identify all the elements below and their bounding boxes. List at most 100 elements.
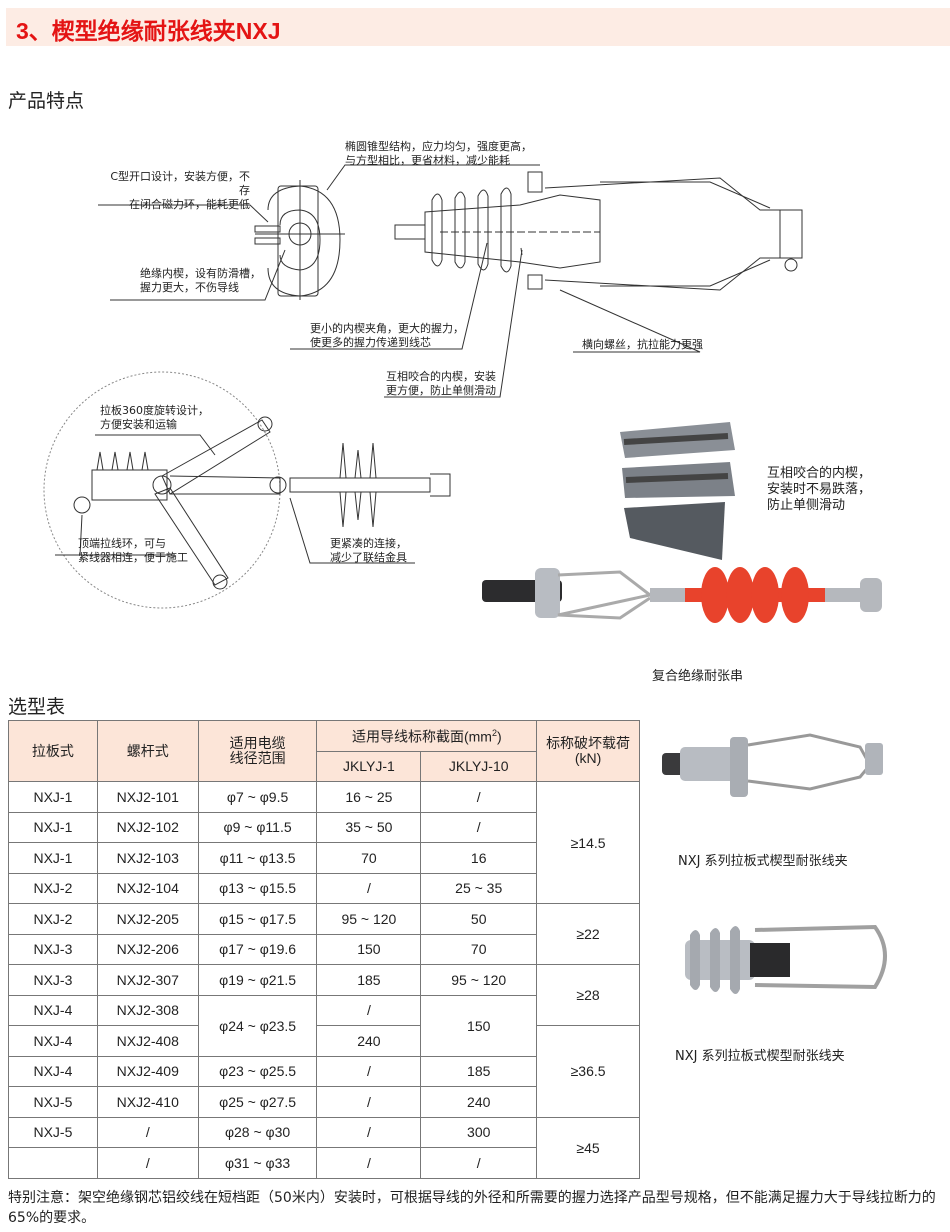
table-cell: / — [316, 994, 422, 1026]
table-cell: NXJ-4 — [8, 994, 98, 1026]
annotation-wedge-1: 绝缘内楔，设有防滑槽， — [140, 267, 261, 280]
table-cell: 185 — [316, 964, 422, 996]
annotation-rotate-1: 拉板360度旋转设计， — [100, 404, 209, 417]
annotation-ellipse-1: 椭圆锥型结构，应力均匀，强度更高， — [345, 140, 532, 153]
product-caption-2: NXJ 系列拉板式楔型耐张线夹 — [675, 1049, 845, 1064]
table-cell: 300 — [420, 1116, 538, 1148]
load-cell: ≥22 — [536, 903, 640, 965]
table-cell: 16 ~ 25 — [316, 781, 422, 813]
table-cell: φ7 ~ φ9.5 — [197, 781, 318, 813]
annotation-c-open-1: C型开口设计，安装方便，不存 — [110, 170, 250, 197]
table-cell: 16 — [420, 842, 538, 874]
tension-string-photo — [482, 567, 882, 623]
annotation-angle-1: 更小的内楔夹角，更大的握力， — [310, 322, 464, 335]
annotation-compact-2: 减少了联结金具 — [330, 551, 407, 564]
table-cell: 70 — [316, 842, 422, 874]
annotation-rotate-2: 方便安装和运输 — [100, 418, 177, 431]
annotation-ellipse-2: 与方型相比，更省材料，减少能耗 — [345, 154, 510, 167]
table-cell: 50 — [420, 903, 538, 935]
table-cell: φ13 ~ φ15.5 — [197, 872, 318, 904]
photo-note-2: 安装时不易跌落， — [767, 482, 872, 497]
table-row: NXJ-5/φ28 ~ φ30/300≥45 — [8, 1116, 640, 1179]
features-heading: 产品特点 — [8, 90, 85, 112]
table-cell: φ17 ~ φ19.6 — [197, 933, 318, 965]
photo-note-3: 防止单侧滑动 — [767, 498, 846, 513]
annotation-bolt: 横向螺丝，抗拉能力更强 — [582, 338, 703, 351]
table-cell: 240 — [316, 1025, 422, 1057]
table-cell: φ31 ~ φ33 — [197, 1147, 318, 1179]
table-cell: / — [96, 1147, 199, 1179]
nxj-product-photo-2 — [685, 924, 887, 994]
load-cell: ≥28 — [536, 964, 640, 1026]
table-cell: NXJ2-408 — [96, 1025, 199, 1057]
table-cell: φ11 ~ φ13.5 — [197, 842, 318, 874]
title-bar — [6, 8, 950, 46]
cross-section-drawing — [43, 164, 803, 609]
table-cell: NXJ2-101 — [96, 781, 199, 813]
table-cell: / — [420, 1147, 538, 1179]
header-jk1: JKLYJ-1 — [316, 750, 422, 782]
table-cell: NXJ-3 — [8, 964, 98, 996]
table-cell: φ25 ~ φ27.5 — [197, 1086, 318, 1118]
table-cell: NXJ-1 — [8, 781, 98, 813]
header-plate: 拉板式 — [8, 720, 98, 782]
load-cell: ≥36.5 — [536, 1025, 640, 1118]
table-cell: φ9 ~ φ11.5 — [197, 811, 318, 843]
table-cell: φ28 ~ φ30 — [197, 1116, 318, 1148]
footnote: 特别注意：架空绝缘钢芯铝绞线在短档距（50米内）安装时，可根据导线的外径和所需要… — [8, 1190, 936, 1226]
photo-caption: 复合绝缘耐张串 — [652, 669, 744, 684]
table-cell: 95 ~ 120 — [316, 903, 422, 935]
annotation-ring-1: 顶端拉线环，可与 — [78, 537, 166, 550]
nxj-product-photo-1 — [662, 733, 883, 797]
table-cell: NXJ2-102 — [96, 811, 199, 843]
table-cell: / — [420, 811, 538, 843]
table-cell: NXJ-5 — [8, 1086, 98, 1118]
table-cell: NXJ-3 — [8, 933, 98, 965]
table-cell: / — [316, 1086, 422, 1118]
header-jk10: JKLYJ-10 — [420, 750, 538, 782]
annotation-interlock-1: 互相咬合的内楔，安装 — [386, 370, 496, 383]
header-range: 适用电缆线径范围 — [197, 720, 318, 782]
table-cell: / — [316, 1055, 422, 1087]
selection-heading: 选型表 — [8, 696, 66, 718]
table-cell: / — [420, 781, 538, 813]
photo-note-1: 互相咬合的内楔， — [767, 466, 872, 481]
table-cell: 95 ~ 120 — [420, 964, 538, 996]
table-cell: NXJ-4 — [8, 1025, 98, 1057]
table-cell: / — [316, 872, 422, 904]
table-cell — [8, 1147, 98, 1179]
annotation-c-open-2: 在闭合磁力环，能耗更低 — [129, 198, 250, 211]
table-cell: φ23 ~ φ25.5 — [197, 1055, 318, 1087]
header-section: 适用导线标称截面(mm2) — [316, 720, 538, 752]
table-cell: NXJ-2 — [8, 872, 98, 904]
product-caption-1: NXJ 系列拉板式楔型耐张线夹 — [678, 854, 848, 869]
annotation-interlock-2: 更方便，防止单侧滑动 — [386, 384, 496, 397]
table-cell: NXJ2-103 — [96, 842, 199, 874]
table-cell: / — [316, 1116, 422, 1148]
table-cell: 150 — [316, 933, 422, 965]
table-cell: / — [96, 1116, 199, 1148]
annotation-angle-2: 使更多的握力传递到线芯 — [310, 336, 431, 349]
annotation-ring-2: 紧线器相连，便于施工 — [78, 551, 188, 564]
table-row: /φ31 ~ φ33// — [8, 1147, 640, 1179]
table-cell: NXJ-5 — [8, 1116, 98, 1148]
header-load: 标称破坏载荷(kN) — [536, 720, 640, 782]
table-cell: NXJ2-409 — [96, 1055, 199, 1087]
table-cell: φ15 ~ φ17.5 — [197, 903, 318, 935]
table-cell: NXJ2-205 — [96, 903, 199, 935]
table-cell: 240 — [420, 1086, 538, 1118]
annotation-wedge-2: 握力更大，不伤导线 — [140, 281, 239, 294]
header-screw: 螺杆式 — [96, 720, 199, 782]
table-cell: NXJ-4 — [8, 1055, 98, 1087]
selection-table: 拉板式 螺杆式 适用电缆线径范围 适用导线标称截面(mm2) 标称破坏载荷(kN… — [8, 720, 640, 1179]
table-cell: φ24 ~ φ23.5 — [197, 994, 318, 1057]
table-cell: NXJ-1 — [8, 811, 98, 843]
